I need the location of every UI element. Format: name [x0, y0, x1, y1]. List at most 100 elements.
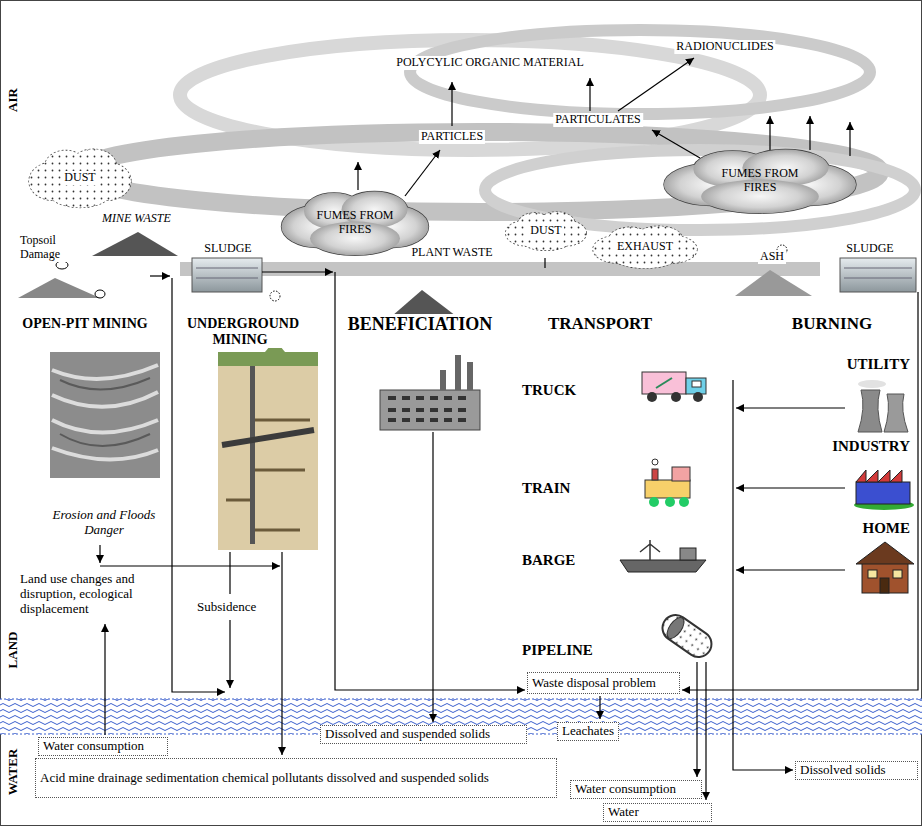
node-text: Leachates	[562, 724, 614, 739]
truck-icon	[686, 378, 706, 394]
open-pit-photo	[60, 378, 150, 446]
stage-label: BARGE	[520, 552, 577, 569]
cloud-fill	[282, 192, 429, 256]
waste-pile	[735, 270, 812, 296]
truck-icon	[642, 372, 686, 394]
cloud-band	[180, 262, 820, 276]
stage-label: INDUSTRY	[830, 438, 912, 455]
factory-icon	[388, 398, 466, 420]
annotation-label: POLYCYLIC ORGANIC MATERIAL	[394, 56, 585, 70]
cloud-outline	[664, 150, 856, 214]
pipeline-icon	[657, 610, 716, 662]
factory-icon	[380, 390, 480, 430]
train-icon	[665, 497, 675, 507]
flow-arrow	[281, 552, 282, 755]
train-icon	[679, 497, 689, 507]
node-text: Water	[608, 805, 639, 820]
stage-label: BURNING	[790, 314, 874, 334]
flow-arrow	[405, 150, 440, 196]
flow-arrow	[682, 292, 918, 690]
emission-cloud: EXHAUST	[592, 224, 698, 270]
flow-arrow	[99, 545, 100, 563]
node-text: Water consumption	[43, 739, 144, 754]
factory-icon	[380, 355, 480, 430]
barge-icon	[620, 540, 706, 572]
power-plant-icon	[858, 380, 886, 388]
home-icon	[880, 578, 889, 593]
flow-arrow	[736, 407, 845, 408]
underground-mine-illustration	[222, 430, 314, 445]
waste-pile	[18, 278, 100, 298]
sludge-basin	[840, 258, 916, 292]
sludge-basin	[192, 258, 262, 292]
train-icon	[649, 497, 659, 507]
power-plant-icon	[884, 394, 908, 432]
stage-label: PIPELINE	[520, 642, 595, 659]
cloud-fill	[29, 149, 131, 207]
cloud-fill	[664, 150, 856, 214]
waste-pile	[392, 290, 456, 316]
pipeline-icon	[657, 610, 716, 662]
zone-label: WATER	[6, 747, 21, 798]
emission-cloud: FUMES FROM FIRES	[280, 188, 430, 258]
barge-icon	[640, 540, 660, 560]
factory-icon	[440, 370, 446, 390]
waste-pile	[95, 290, 105, 298]
barge-icon	[620, 560, 706, 572]
node-text: Dissolved solids	[800, 763, 886, 778]
factory-icon	[467, 362, 473, 390]
cloud-outline	[282, 192, 429, 256]
pipeline-icon	[664, 615, 688, 642]
flow-arrow	[100, 565, 280, 566]
waste-pile	[56, 261, 68, 269]
flow-arrow	[451, 82, 452, 126]
flow-arrow	[229, 620, 230, 688]
annotation-label: RADIONUCLIDES	[674, 40, 775, 54]
sludge-basin	[270, 291, 280, 301]
factory-icon	[455, 355, 461, 390]
flow-arrow	[100, 58, 918, 800]
cloud-outline	[506, 212, 586, 250]
impact-box: Water consumption	[38, 737, 168, 756]
annotation-label: SLUDGE	[202, 242, 253, 256]
cloud-band	[410, 30, 870, 114]
industry-icon	[856, 482, 910, 504]
stage-label: TRANSPORT	[546, 314, 654, 334]
flow-arrow	[599, 696, 600, 719]
flow-arrow	[150, 275, 170, 276]
emission-cloud: DUST	[28, 146, 132, 210]
flow-arrow	[357, 162, 358, 190]
node-text: Water consumption	[575, 782, 676, 797]
flow-arrow	[104, 624, 105, 735]
cloud-outline	[29, 149, 131, 207]
train-icon	[652, 469, 658, 480]
flow-arrow	[769, 116, 770, 150]
home-icon	[862, 563, 908, 593]
flow-arrow	[335, 272, 525, 690]
truck-icon	[671, 392, 681, 402]
truck-icon	[692, 381, 701, 387]
home-icon	[856, 542, 914, 593]
node-text: Dissolved and suspended solids	[325, 727, 490, 742]
impact-box: Acid mine drainage sedimentation chemica…	[35, 758, 557, 798]
impact-box: Leachates	[557, 722, 619, 741]
node-text: FUMES FROM FIRES	[310, 209, 400, 237]
impact-box: Dissolved solids	[795, 761, 918, 780]
underground-mine-illustration	[250, 366, 255, 544]
flow-arrow	[849, 122, 850, 156]
stage-label: TRUCK	[520, 382, 578, 399]
train-icon	[645, 459, 690, 507]
train-icon	[645, 480, 690, 498]
flow-arrow	[736, 487, 845, 488]
sludge-basin	[192, 245, 916, 301]
flow-arrow	[618, 58, 694, 111]
waste-pile	[92, 232, 178, 256]
stage-label: UTILITY	[845, 356, 912, 373]
underground-mine-illustration	[218, 340, 318, 550]
annotation-label: Subsidence	[195, 600, 258, 615]
emission-cloud: FUMES FROM FIRES	[662, 146, 858, 216]
sludge-basin	[844, 268, 912, 278]
home-icon	[893, 570, 902, 578]
